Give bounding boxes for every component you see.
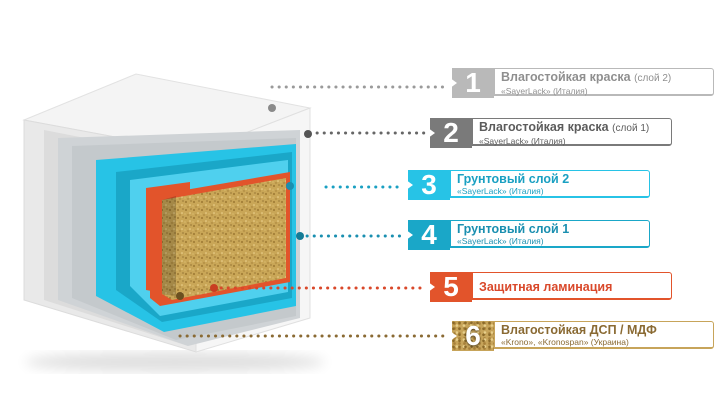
layer-1-title: Влагостойкая краска	[501, 70, 631, 84]
layer-4-title: Грунтовый слой 1	[457, 222, 570, 236]
badge-5: 5	[430, 272, 472, 302]
layer-2-title-line: Влагостойкая краска (слой 1)	[479, 120, 665, 136]
badge-1: 1	[452, 68, 494, 98]
label-box-4: Грунтовый слой 1 «SayerLack» (Италия)	[450, 220, 650, 248]
layer-5-title: Защитная ламинация	[479, 280, 613, 294]
leader-dots	[176, 104, 312, 300]
layer-6-core	[162, 178, 286, 300]
layer-2-subtitle: «SayerLack» (Италия)	[479, 136, 566, 146]
badge-6: 6	[452, 321, 494, 351]
layer-6-subtitle: «Krono», «Kronospan» (Украина)	[501, 337, 629, 347]
label-box-5: Защитная ламинация	[472, 272, 672, 300]
label-box-6: Влагостойкая ДСП / МДФ «Krono», «Kronosp…	[494, 321, 714, 349]
layer-6-title: Влагостойкая ДСП / МДФ	[501, 323, 657, 337]
leader-lines	[178, 85, 448, 338]
layer-1-subtitle: «SayerLack» (Италия)	[501, 86, 588, 96]
layer-2-suffix: (слой 1)	[612, 123, 650, 134]
label-box-1: Влагостойкая краска (слой 2) «SayerLack»…	[494, 68, 714, 96]
layer-2-title: Влагостойкая краска	[479, 120, 609, 134]
badge-3: 3	[408, 170, 450, 200]
layer-6-core-shade	[162, 196, 176, 296]
layer-3-title: Грунтовый слой 2	[457, 172, 570, 186]
layer-3-subtitle: «SayerLack» (Италия)	[457, 186, 544, 196]
layer-1-title-line: Влагостойкая краска (слой 2)	[501, 70, 707, 86]
layer-1-suffix: (слой 2)	[634, 73, 672, 84]
badge-2: 2	[430, 118, 472, 148]
layer-4-subtitle: «SayerLack» (Италия)	[457, 236, 544, 246]
label-box-2: Влагостойкая краска (слой 1) «SayerLack»…	[472, 118, 672, 146]
block-shadow	[25, 352, 325, 372]
label-box-3: Грунтовый слой 2 «SayerLack» (Италия)	[450, 170, 650, 198]
badge-4: 4	[408, 220, 450, 250]
